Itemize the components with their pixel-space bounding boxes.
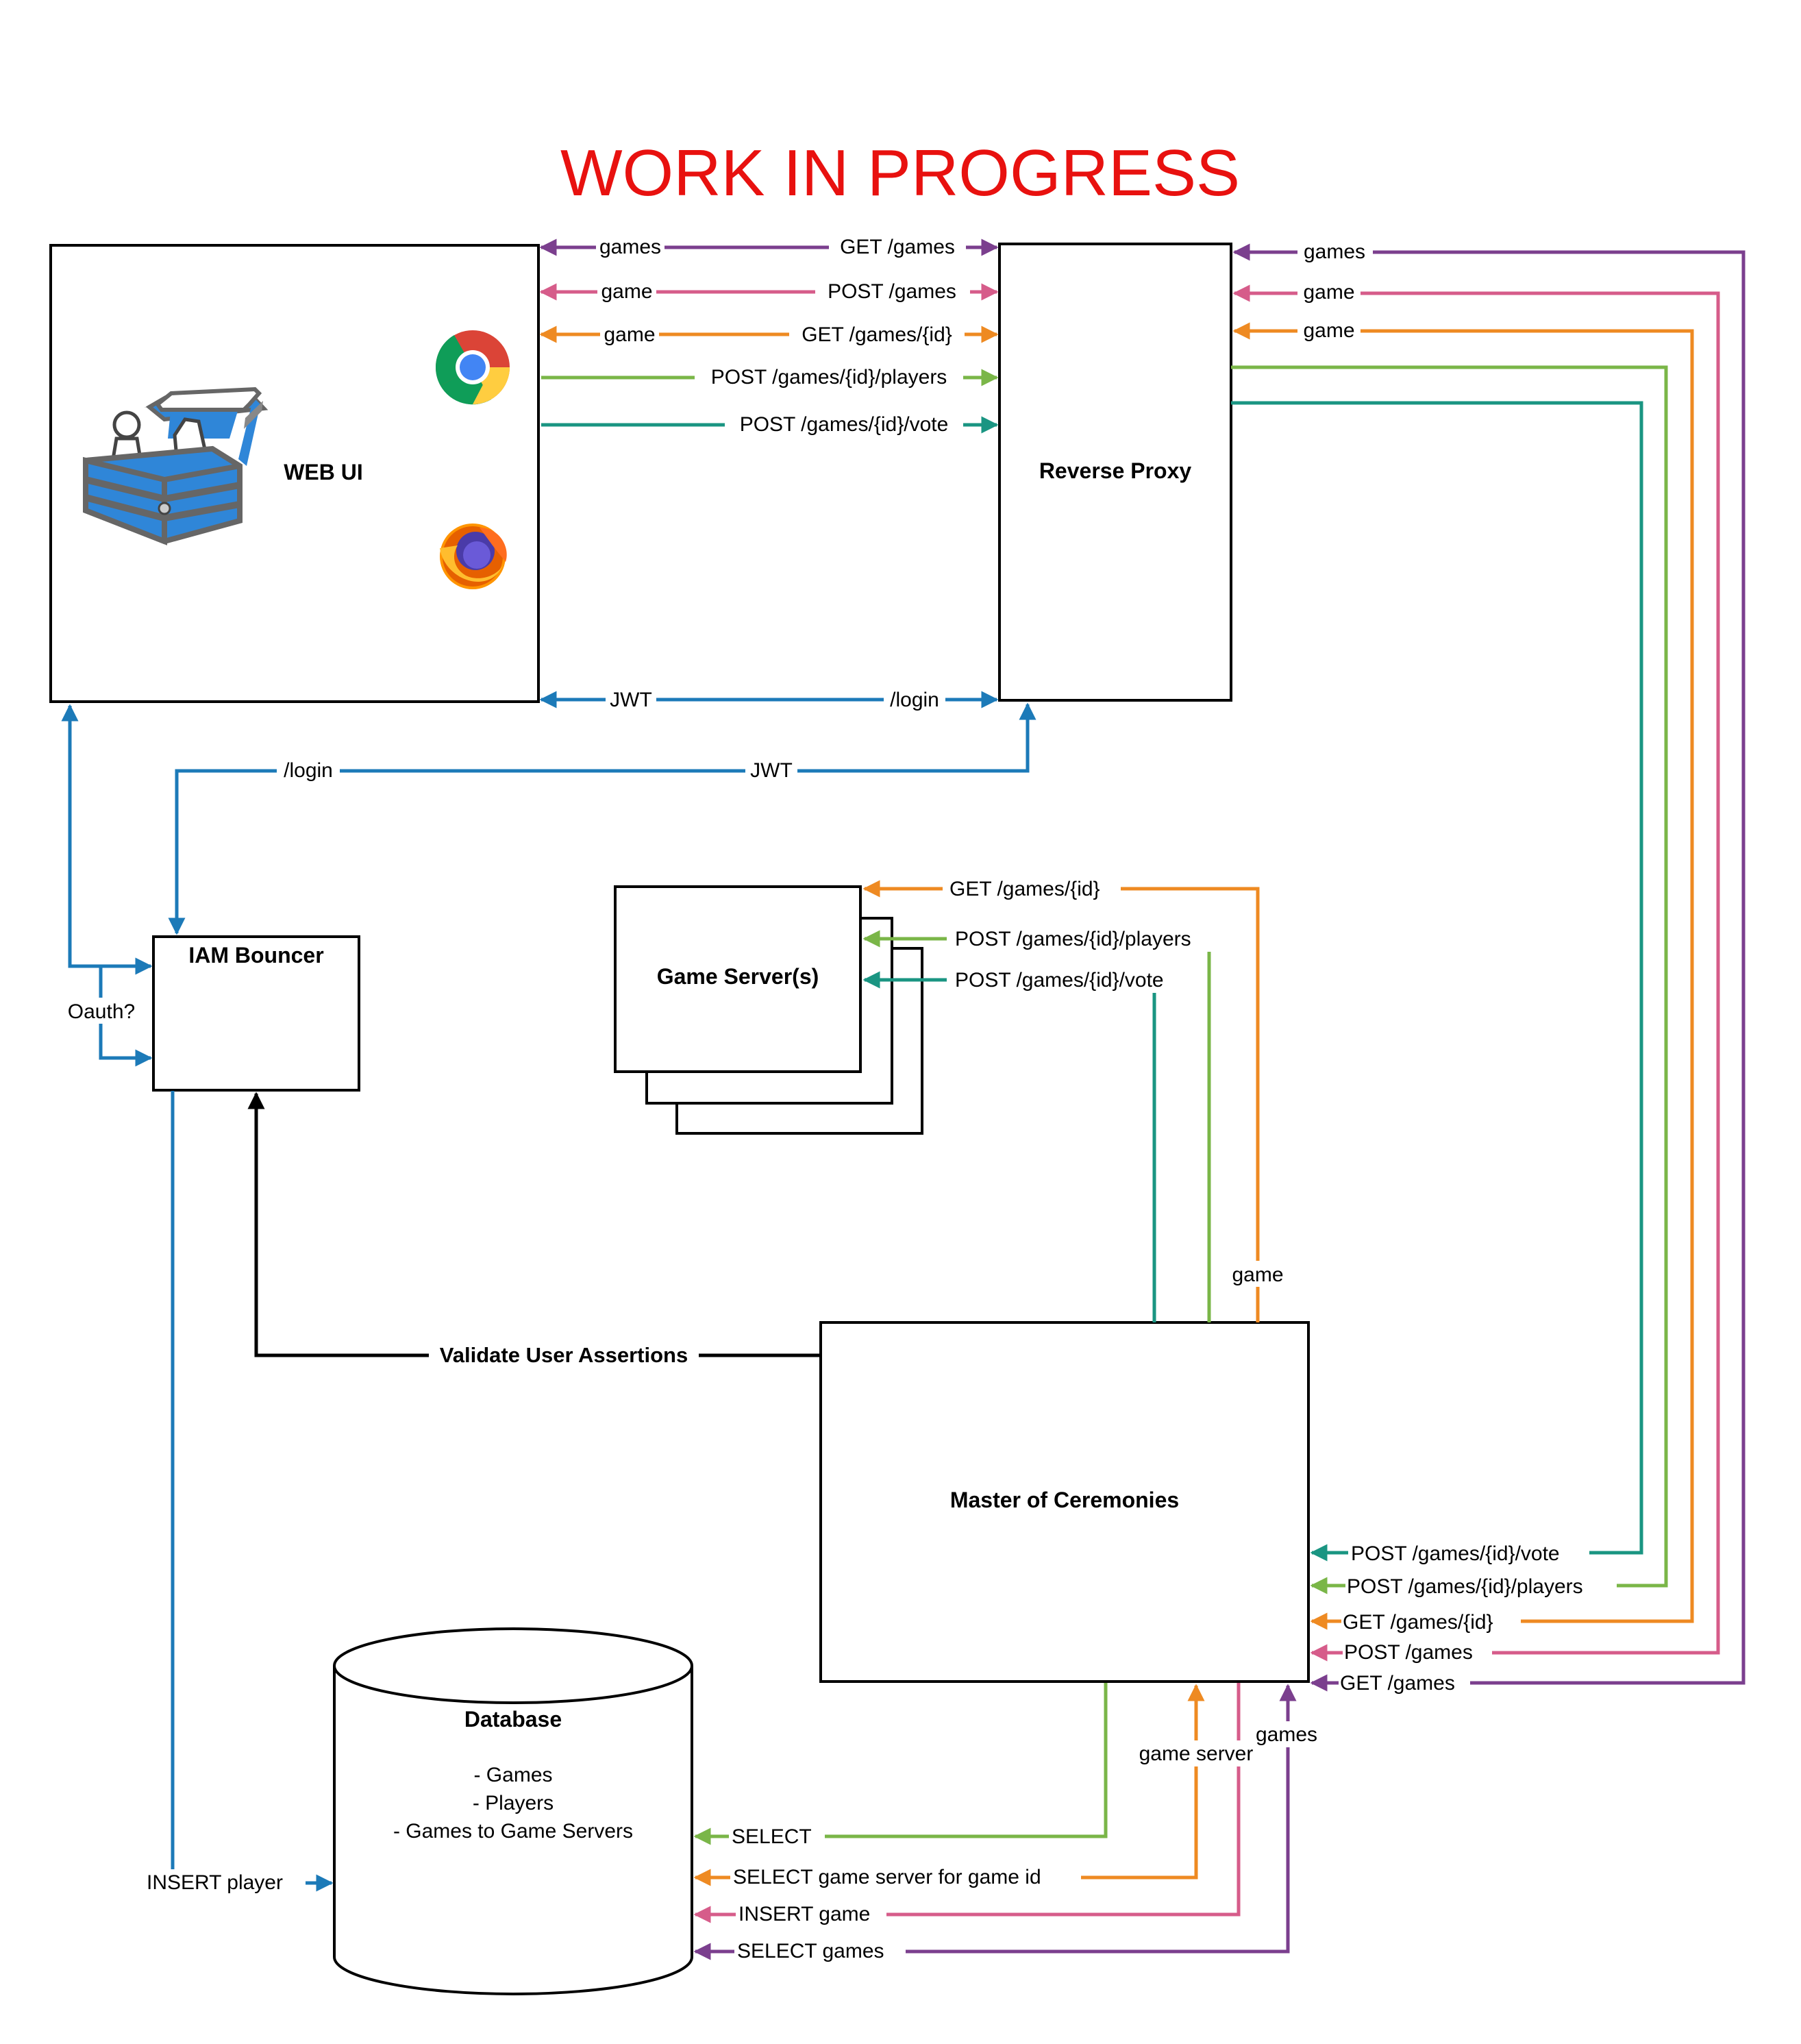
edge-iam-proxy [168, 702, 1036, 935]
edge-webui-iam-oauth-2 [99, 966, 153, 1067]
page-title: WORK IN PROGRESS [560, 136, 1240, 210]
game-servers-node[interactable]: Game Server(s) [614, 885, 923, 1135]
treasure-chest-icon [83, 386, 269, 545]
label-game: game [1303, 281, 1354, 304]
edge-master-gs-get [862, 880, 1260, 1322]
label-post-players: POST /games/{id}/players [711, 366, 947, 389]
label-games: games [1304, 241, 1365, 263]
label-games: games [1256, 1723, 1317, 1746]
chrome-icon [435, 330, 510, 405]
game-servers-label: Game Server(s) [657, 964, 819, 989]
label-db-insert-game: INSERT game [738, 1903, 870, 1925]
label-mr-post-vote: POST /games/{id}/vote [1351, 1542, 1560, 1565]
label-game: game [601, 280, 652, 303]
label-game: game [1303, 319, 1354, 342]
web-ui-label: WEB UI [284, 460, 363, 484]
label-gs-get: GET /games/{id} [949, 878, 1100, 900]
firefox-icon [440, 524, 507, 589]
label-mr-post-games: POST /games [1344, 1641, 1473, 1664]
label-gs-game: game [1232, 1264, 1283, 1286]
label-mr-get-game-id: GET /games/{id} [1343, 1611, 1493, 1634]
label-db-select-games: SELECT games [737, 1940, 884, 1962]
label-oauth: Oauth? [68, 1000, 135, 1023]
label-post-vote: POST /games/{id}/vote [740, 413, 949, 436]
label-mr-post-players: POST /games/{id}/players [1347, 1575, 1583, 1598]
edge-iam-db [171, 1091, 334, 1892]
master-label: Master of Ceremonies [950, 1488, 1179, 1512]
label-login: /login [284, 759, 333, 782]
reverse-proxy-node[interactable]: Reverse Proxy [998, 243, 1232, 702]
label-game: game [604, 323, 655, 346]
label-gs-post-players: POST /games/{id}/players [955, 928, 1191, 950]
reverse-proxy-label: Reverse Proxy [1039, 458, 1192, 483]
master-node[interactable]: Master of Ceremonies [819, 1321, 1310, 1683]
label-get-games: GET /games [840, 236, 955, 258]
label-mr-get-games: GET /games [1340, 1672, 1455, 1695]
edge-proxy-master-get-games [1232, 243, 1746, 1692]
label-db-insert-player: INSERT player [147, 1871, 283, 1894]
iam-bouncer-label: IAM Bouncer [188, 943, 323, 968]
edge-master-db-select [693, 1683, 1108, 1845]
database-label: Database [464, 1707, 562, 1732]
database-node[interactable]: Database - Games - Players - Games to Ga… [333, 1627, 693, 1995]
label-get-game-id: GET /games/{id} [802, 323, 952, 346]
label-db-select-game-server: SELECT game server for game id [733, 1866, 1041, 1888]
edge-labels: games GET /games game POST /games game G… [60, 233, 1617, 1964]
label-db-select: SELECT [732, 1825, 812, 1848]
label-validate: Validate User Assertions [440, 1343, 688, 1367]
label-post-games: POST /games [828, 280, 956, 303]
edge-proxy-master-post-games [1232, 284, 1720, 1662]
database-item: - Games [473, 1764, 552, 1786]
iam-bouncer-node[interactable]: IAM Bouncer [152, 935, 360, 1092]
label-gs-post-vote: POST /games/{id}/vote [955, 969, 1164, 992]
label-games: games [599, 236, 661, 258]
database-item: - Games to Game Servers [393, 1820, 633, 1843]
label-jwt: JWT [750, 759, 793, 782]
label-game-server: game server [1139, 1743, 1254, 1765]
database-item: - Players [473, 1792, 554, 1814]
label-jwt: JWT [610, 689, 652, 711]
edge-webui-iam-oauth [61, 704, 153, 975]
label-login: /login [890, 689, 939, 711]
